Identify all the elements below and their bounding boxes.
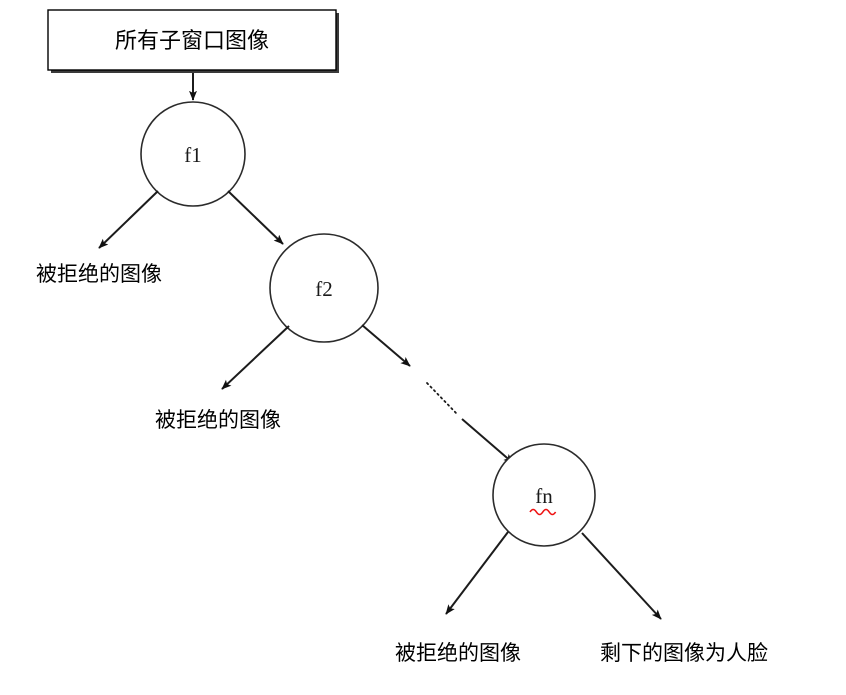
fn-spellcheck-underline-icon <box>529 508 557 516</box>
input-box-group: 所有子窗口图像 <box>47 9 339 73</box>
f1-label: f1 <box>184 143 202 167</box>
edge-f1-to-reject <box>98 190 159 249</box>
reject-label-3: 被拒绝的图像 <box>395 641 521 665</box>
ellipsis-dotted-connector <box>426 382 458 415</box>
f1-circle <box>140 101 246 207</box>
reject-label-2: 被拒绝的图像 <box>155 408 281 432</box>
fn-label: fn <box>535 484 553 508</box>
stage-node-f2: f2 <box>269 233 379 343</box>
stage-node-f1: f1 <box>140 101 246 207</box>
f2-circle <box>269 233 379 343</box>
edge-f2-to-reject <box>221 325 290 390</box>
edge-f1-to-f2 <box>227 190 284 245</box>
reject-label-1: 被拒绝的图像 <box>36 262 162 286</box>
edge-fn-to-accept <box>581 532 662 620</box>
edge-f2-to-ellipsis <box>361 324 411 367</box>
f2-label: f2 <box>315 277 333 301</box>
input-box-label: 所有子窗口图像 <box>115 29 269 54</box>
stage-node-fn: fn <box>492 443 596 547</box>
accept-label: 剩下的图像为人脸 <box>600 641 768 665</box>
fn-circle <box>492 443 596 547</box>
input-box <box>47 9 337 71</box>
edge-ellipsis-to-fn <box>461 418 514 464</box>
edge-fn-to-reject <box>445 531 509 615</box>
